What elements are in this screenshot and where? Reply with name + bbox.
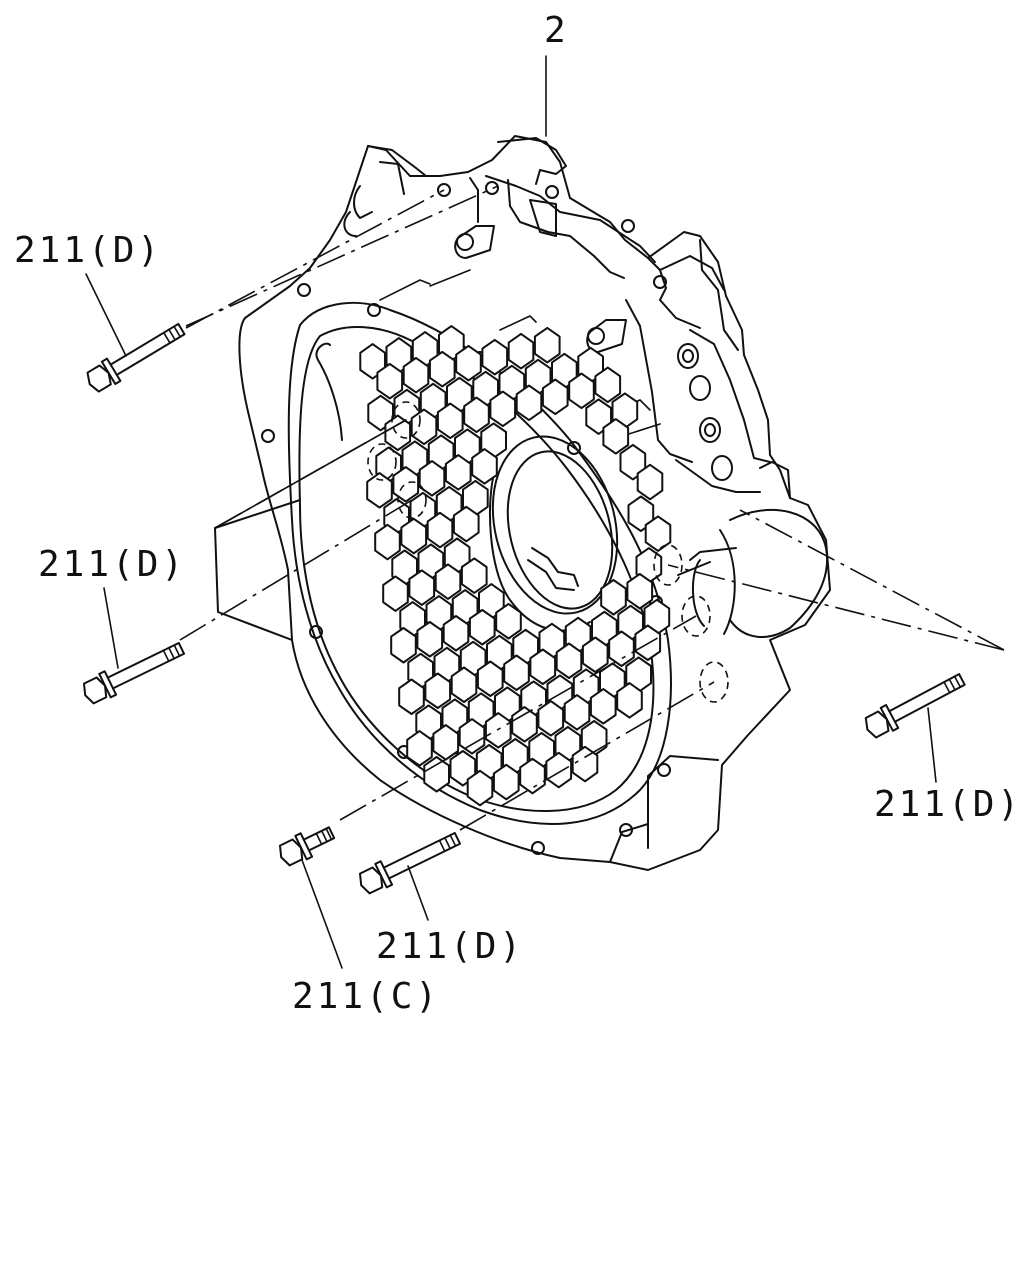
honeycomb-cell: [515, 384, 543, 422]
honeycomb-cell: [423, 756, 450, 793]
honeycomb-cell: [452, 505, 480, 543]
honeycomb-cell: [541, 378, 569, 416]
honeycomb-cell: [432, 724, 460, 761]
honeycomb-cell: [398, 678, 425, 715]
honeycomb-cell: [492, 763, 520, 801]
honeycomb-cell: [384, 414, 412, 452]
honeycomb-cell: [374, 523, 401, 561]
bolt-right: [864, 673, 966, 739]
honeycomb-cell: [402, 356, 430, 394]
bolt-mid-left: [82, 641, 186, 705]
callout-bolt-right: 211(D): [874, 784, 1022, 825]
honeycomb-cell: [436, 402, 464, 440]
honeycomb-cell: [563, 694, 591, 731]
honeycomb-cell: [626, 573, 654, 610]
honeycomb-cell: [489, 390, 517, 428]
honeycomb-cell: [449, 750, 477, 787]
honeycomb-cell: [568, 372, 595, 410]
honeycomb-cell: [507, 332, 535, 370]
honeycomb-cell: [408, 569, 436, 606]
bolt-centerlines: [179, 185, 1005, 831]
bolt-top-left: [86, 322, 186, 393]
part-label-housing: 2: [544, 10, 569, 51]
honeycomb-cell: [367, 394, 394, 432]
honeycomb-cell: [636, 463, 664, 501]
bolt-bottom-left: [278, 826, 336, 867]
honeycomb-cell: [581, 636, 609, 673]
honeycomb-cell: [608, 630, 635, 667]
honeycomb-cell: [426, 511, 454, 549]
callout-bolt-top-left: 211(D): [14, 230, 162, 271]
honeycomb-cell: [390, 627, 417, 664]
honeycomb-cell: [644, 515, 672, 552]
honeycomb-cell: [376, 362, 404, 400]
honeycomb-cell: [359, 343, 386, 380]
honeycomb-cell: [458, 718, 486, 755]
honeycomb-cell: [600, 579, 627, 616]
honeycomb-cell: [400, 517, 428, 555]
honeycomb-cell: [392, 466, 420, 503]
honeycomb-cell: [366, 472, 393, 509]
honeycomb-cell: [428, 350, 456, 388]
honeycomb-cell: [382, 575, 409, 612]
honeycomb-cell: [444, 454, 472, 491]
honeycomb-cell: [589, 688, 617, 725]
honeycomb-cell: [571, 745, 599, 783]
honeycomb-cell: [533, 326, 561, 364]
honeycomb-cell: [545, 751, 573, 789]
honeycomb-cell: [519, 757, 546, 795]
callout-bolt-bottom-center: 211(D): [376, 926, 524, 967]
honeycomb-cell: [503, 654, 530, 691]
honeycomb-cell: [495, 603, 522, 640]
honeycomb-cell: [434, 563, 462, 600]
honeycomb-cell: [616, 682, 643, 719]
callout-bolt-bottom-left: 211(C): [292, 976, 440, 1017]
honeycomb-cell: [585, 398, 612, 435]
honeycomb-cell: [418, 460, 446, 497]
honeycomb-cell: [406, 730, 433, 767]
honeycomb-cell: [529, 648, 557, 685]
callout-bolt-mid-left: 211(D): [38, 544, 186, 585]
honeycomb-cell: [463, 396, 490, 434]
honeycomb-cell: [627, 495, 655, 532]
bolt-bottom-center: [358, 831, 462, 895]
honeycomb-cell: [466, 769, 494, 807]
rail-bosses: [677, 343, 733, 481]
honeycomb-cell: [594, 366, 622, 404]
honeycomb-cell: [481, 338, 509, 376]
honeycomb-cell: [619, 443, 647, 481]
leader-lines: [85, 55, 937, 969]
honeycomb-cell: [511, 706, 538, 743]
honeycomb-cell: [476, 660, 504, 697]
honeycomb-cell: [484, 712, 512, 749]
honeycomb-cell: [424, 672, 452, 709]
honeycomb-cell: [416, 621, 444, 658]
honeycomb-ribs: [359, 325, 672, 807]
honeycomb-cell: [442, 615, 470, 652]
honeycomb-cell: [555, 642, 583, 679]
honeycomb-cell: [471, 448, 498, 485]
honeycomb-cell: [450, 666, 478, 703]
honeycomb-cell: [537, 700, 565, 737]
honeycomb-cell: [468, 609, 496, 646]
honeycomb-cell: [455, 344, 482, 382]
honeycomb-cell: [460, 557, 488, 594]
honeycomb-cell: [410, 408, 438, 446]
honeycomb-cell: [602, 418, 630, 455]
hidden-features: [367, 401, 729, 703]
